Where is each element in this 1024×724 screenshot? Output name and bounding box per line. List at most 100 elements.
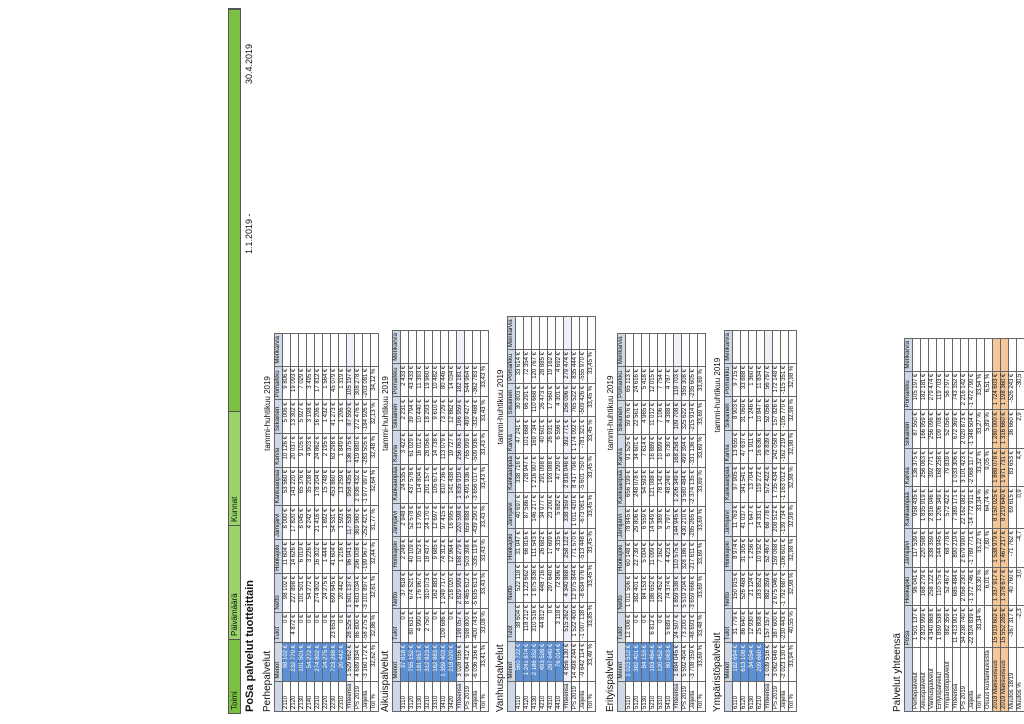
summary-extra-cell: 5,89 % [984, 409, 993, 449]
table-cell [531, 316, 540, 350]
extra-cell: 659 888 € [464, 503, 473, 537]
extra-cell: -3 101 897 € [362, 573, 371, 613]
table-cell: 34 054 € [748, 642, 757, 682]
table-cell: 6 559 € [641, 506, 650, 541]
table-cell: 1 319 € [338, 366, 347, 400]
total-cell: 256 063 € [456, 430, 465, 465]
table-cell: 84 153 € [641, 573, 650, 613]
extra-cell: 32,98 % [788, 396, 797, 431]
extra-cell: 33,45 % [587, 416, 596, 454]
summary-label: Yhteensä [952, 647, 961, 712]
table-cell: 54 531 € [330, 505, 339, 540]
table-cell: 14 738 € [432, 430, 441, 465]
table-cell: 101 668 € [523, 416, 532, 454]
extra-cell: 33,43 % [480, 396, 489, 431]
header-cell: Karvia [724, 430, 733, 464]
table-cell: 16 302 € [314, 539, 323, 574]
summary-extra-cell: 1 467 217 € [1000, 528, 1009, 568]
extra-cell: 33,45 % [587, 528, 596, 563]
summary-extra-cell: 1 538 979 € [992, 528, 1001, 568]
summary-extra-cell: -71 762 € [1008, 528, 1017, 568]
summary-extra-cell: 1 888 078 € [992, 448, 1001, 487]
extra-cell: -555 970 € [579, 349, 588, 384]
summary-cell: 958 435 € [912, 486, 921, 529]
extra-cell: 33,69 % [697, 506, 706, 541]
table-cell: 9 715 € [732, 363, 741, 397]
document-title: PoSa palvelut tuotteittain [244, 579, 256, 712]
row-code: 2120 [290, 681, 299, 712]
total-cell: 168 258 € [673, 434, 682, 468]
extra-cell: -1 792 687 € [780, 570, 789, 609]
row-code: 6120 [740, 681, 749, 712]
extra-cell: 33,45 % [587, 562, 596, 603]
extra-cell: 430 210 € [681, 506, 690, 541]
extra-cell: 33,69 % [697, 434, 706, 468]
extra-cell: -252 421 € [362, 505, 371, 540]
summary-extra-cell: 3,0 [1016, 567, 1024, 606]
header-bar: Toimi Päivämäärä Kunnat [228, 8, 241, 714]
table-cell: 47 290 € [555, 453, 564, 493]
table-cell: 341 541 € [740, 463, 749, 503]
table-cell: 312 823 € [424, 642, 433, 682]
extra-cell: 33,69 % [697, 573, 706, 613]
table-cell: 382 401 € [633, 642, 642, 682]
table-cell: 13 655 € [732, 430, 741, 464]
table-cell [440, 330, 449, 364]
table-cell: 21 124 € [748, 570, 757, 609]
table-cell: 24 616 € [633, 366, 642, 401]
row-code: 2230 [330, 681, 339, 712]
table-cell: 74 374 € [665, 573, 674, 613]
summary-cell: -1 789 771 € [968, 528, 977, 568]
table-cell: 66 291 € [523, 383, 532, 417]
extra-cell: 159 068 € [772, 536, 781, 571]
header-cell: Menot [724, 642, 733, 682]
row-code: 5130 [641, 681, 650, 712]
header-cell: Honkajoki [617, 540, 626, 574]
extra-cell: -3 656 017 € [472, 464, 481, 504]
table-cell: 65 376 € [298, 467, 307, 506]
table-cell: 5 797 € [665, 506, 674, 541]
summary-header-cell: Merikarvia [904, 338, 913, 372]
extra-cell: -162 219 € [780, 430, 789, 464]
summary-cell: 672 369 € [952, 409, 961, 449]
row-code: 5410 [665, 681, 674, 712]
table-cell: 31 305 € [740, 536, 749, 571]
summary-cell: 1 859 538 € [936, 605, 945, 648]
table-cell: 2 750 € [424, 608, 433, 643]
extra-cell: 33,45 % [587, 383, 596, 417]
header-cell: Pomarkku [392, 363, 401, 397]
table-cell: 35 208 € [306, 467, 315, 506]
row-code: 4120 [523, 681, 532, 712]
summary-extra-cell: -367 317 € [1008, 605, 1017, 648]
header-cell-code [274, 681, 283, 712]
table-cell: 1 359 403 € [440, 642, 449, 682]
extra-cell: -331 136 € [689, 434, 698, 468]
table-cell: 1 360 € [748, 363, 757, 397]
extra-label: Jäljellä [579, 681, 588, 712]
summary-cell [928, 338, 937, 372]
extra-cell: 1 174 092 € [571, 416, 580, 454]
extra-cell: 33,69 % [697, 366, 706, 401]
total-cell [563, 316, 572, 350]
summary-cell: 1 206 349 € [936, 486, 945, 529]
summary-cell: 1 033 306 € [952, 448, 961, 487]
table-cell: 24 170 € [424, 503, 433, 537]
total-cell: 52 056 € [764, 396, 773, 431]
total-cell [456, 330, 465, 364]
table-cell [322, 333, 331, 367]
row-code: 3130 [416, 681, 425, 712]
section-title: Aikuispalveluttammi-huhtikuu 2019 [380, 376, 391, 712]
table-cell: 20 442 € [338, 642, 347, 682]
table-cell: 755 152 € [408, 642, 417, 682]
header-cell: Karvia [392, 430, 401, 465]
table-cell: 13 302 € [290, 399, 299, 434]
table-cell: 699 645 € [330, 573, 339, 613]
header-cell: Merikarvia [617, 333, 626, 367]
total-cell: 1 206 349 € [673, 467, 682, 507]
table-cell: 24 862 € [314, 433, 323, 468]
